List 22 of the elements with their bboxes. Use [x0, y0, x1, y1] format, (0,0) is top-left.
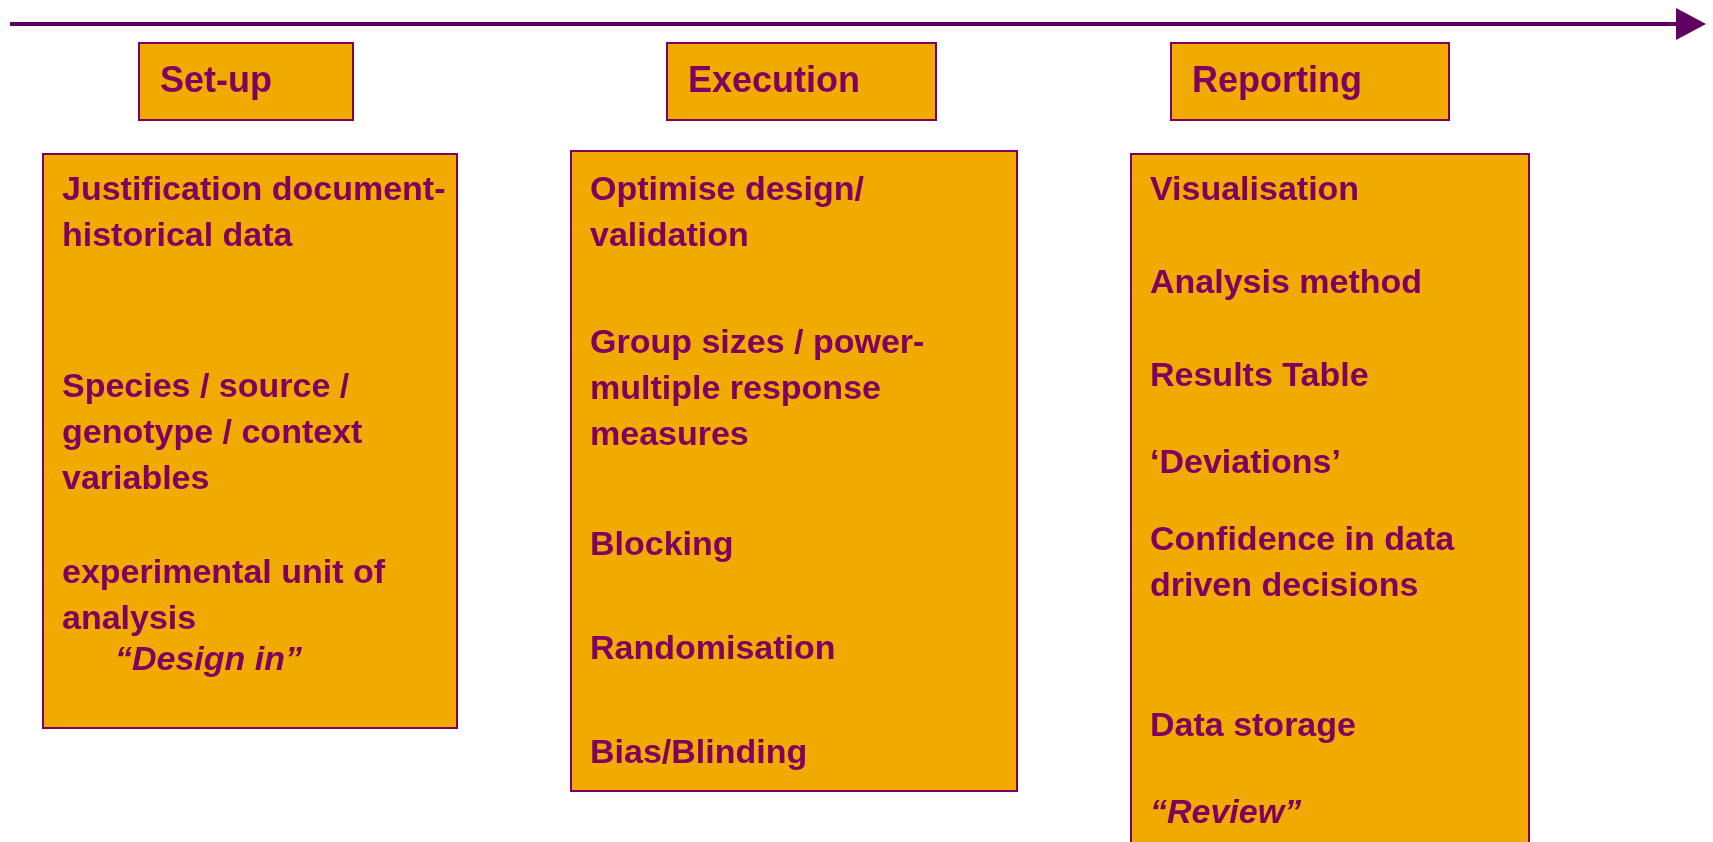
step-text: “Design in” [114, 638, 304, 679]
step-text: Bias/Blinding [590, 731, 809, 772]
step-list-box [1130, 153, 1530, 842]
step-text: Blocking [590, 523, 735, 564]
phase-header-box: Execution [666, 42, 937, 121]
step-list-box [42, 153, 458, 729]
step-text: Visualisation [1150, 168, 1361, 209]
step-text: Confidence in data driven decisions [1150, 518, 1456, 605]
step-text: Group sizes / power- multiple response measures [590, 321, 926, 454]
step-text: Randomisation [590, 627, 837, 668]
step-text: Analysis method [1150, 261, 1424, 302]
step-text: Species / source / genotype / context variables [62, 365, 364, 498]
step-text: Data storage [1150, 704, 1357, 745]
step-text: Results Table [1150, 354, 1370, 395]
phase-header-box: Set-up [138, 42, 354, 121]
step-text: Optimise design/ validation [590, 168, 865, 255]
step-text: ‘Deviations’ [1150, 441, 1342, 482]
phase-header-box: Reporting [1170, 42, 1450, 121]
step-text: “Review” [1150, 791, 1303, 832]
step-text: experimental unit of analysis [62, 551, 387, 638]
step-text: Justification document- historical data [62, 168, 446, 255]
step-list-box [570, 150, 1018, 792]
